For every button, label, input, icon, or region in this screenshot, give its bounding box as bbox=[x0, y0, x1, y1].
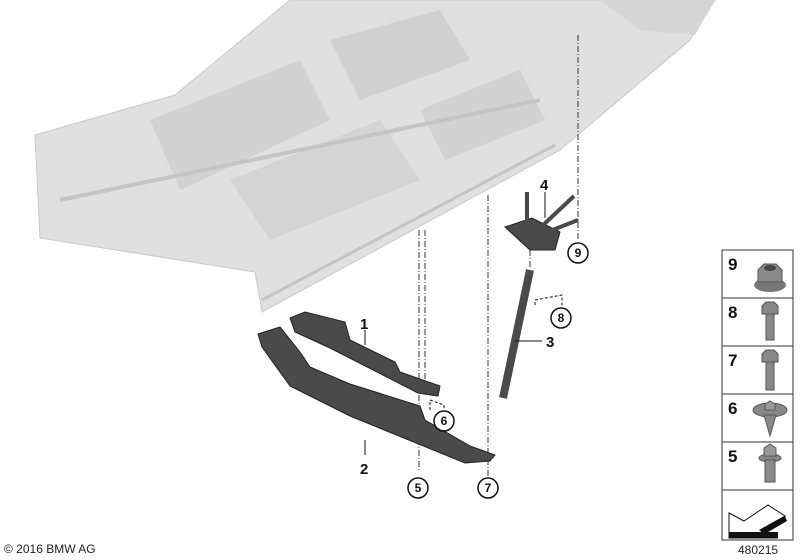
callout-6[interactable]: 6 bbox=[433, 410, 455, 432]
legend-number-7: 7 bbox=[728, 351, 737, 370]
hex-nut-icon bbox=[754, 263, 786, 292]
collar-bolt-icon bbox=[758, 443, 782, 483]
svg-text:9: 9 bbox=[575, 246, 582, 260]
svg-text:5: 5 bbox=[415, 481, 422, 495]
hex-bolt-icon bbox=[761, 301, 779, 341]
svg-text:6: 6 bbox=[441, 414, 448, 428]
legend-number-5: 5 bbox=[728, 447, 737, 466]
part-2-panel[interactable] bbox=[257, 326, 496, 464]
legend-number-8: 8 bbox=[728, 303, 737, 322]
callout-5[interactable]: 5 bbox=[407, 477, 429, 499]
part-3-strut[interactable] bbox=[499, 269, 534, 399]
vehicle-floor-body bbox=[34, 0, 716, 313]
part-label-1: 1 bbox=[360, 316, 368, 333]
part-4-bracket[interactable] bbox=[504, 192, 579, 251]
fastener-legend: 9 8 7 6 5 bbox=[721, 249, 794, 541]
callout-7[interactable]: 7 bbox=[477, 477, 499, 499]
part-1-panel[interactable] bbox=[289, 311, 441, 397]
legend-number-9: 9 bbox=[728, 255, 737, 274]
part-label-4: 4 bbox=[540, 177, 549, 194]
callout-9[interactable]: 9 bbox=[567, 242, 589, 264]
legend-number-6: 6 bbox=[728, 399, 737, 418]
long-hex-bolt-icon bbox=[761, 349, 779, 391]
part-label-2: 2 bbox=[360, 461, 368, 478]
svg-text:7: 7 bbox=[485, 481, 492, 495]
washer-screw-icon bbox=[752, 400, 788, 438]
part-label-3: 3 bbox=[546, 334, 554, 351]
arrow-left-down-icon bbox=[728, 504, 787, 539]
copyright-text: © 2016 BMW AG bbox=[4, 542, 96, 556]
diagram-id: 480215 bbox=[738, 543, 779, 557]
svg-text:8: 8 bbox=[558, 311, 565, 325]
callout-8[interactable]: 8 bbox=[550, 307, 572, 329]
